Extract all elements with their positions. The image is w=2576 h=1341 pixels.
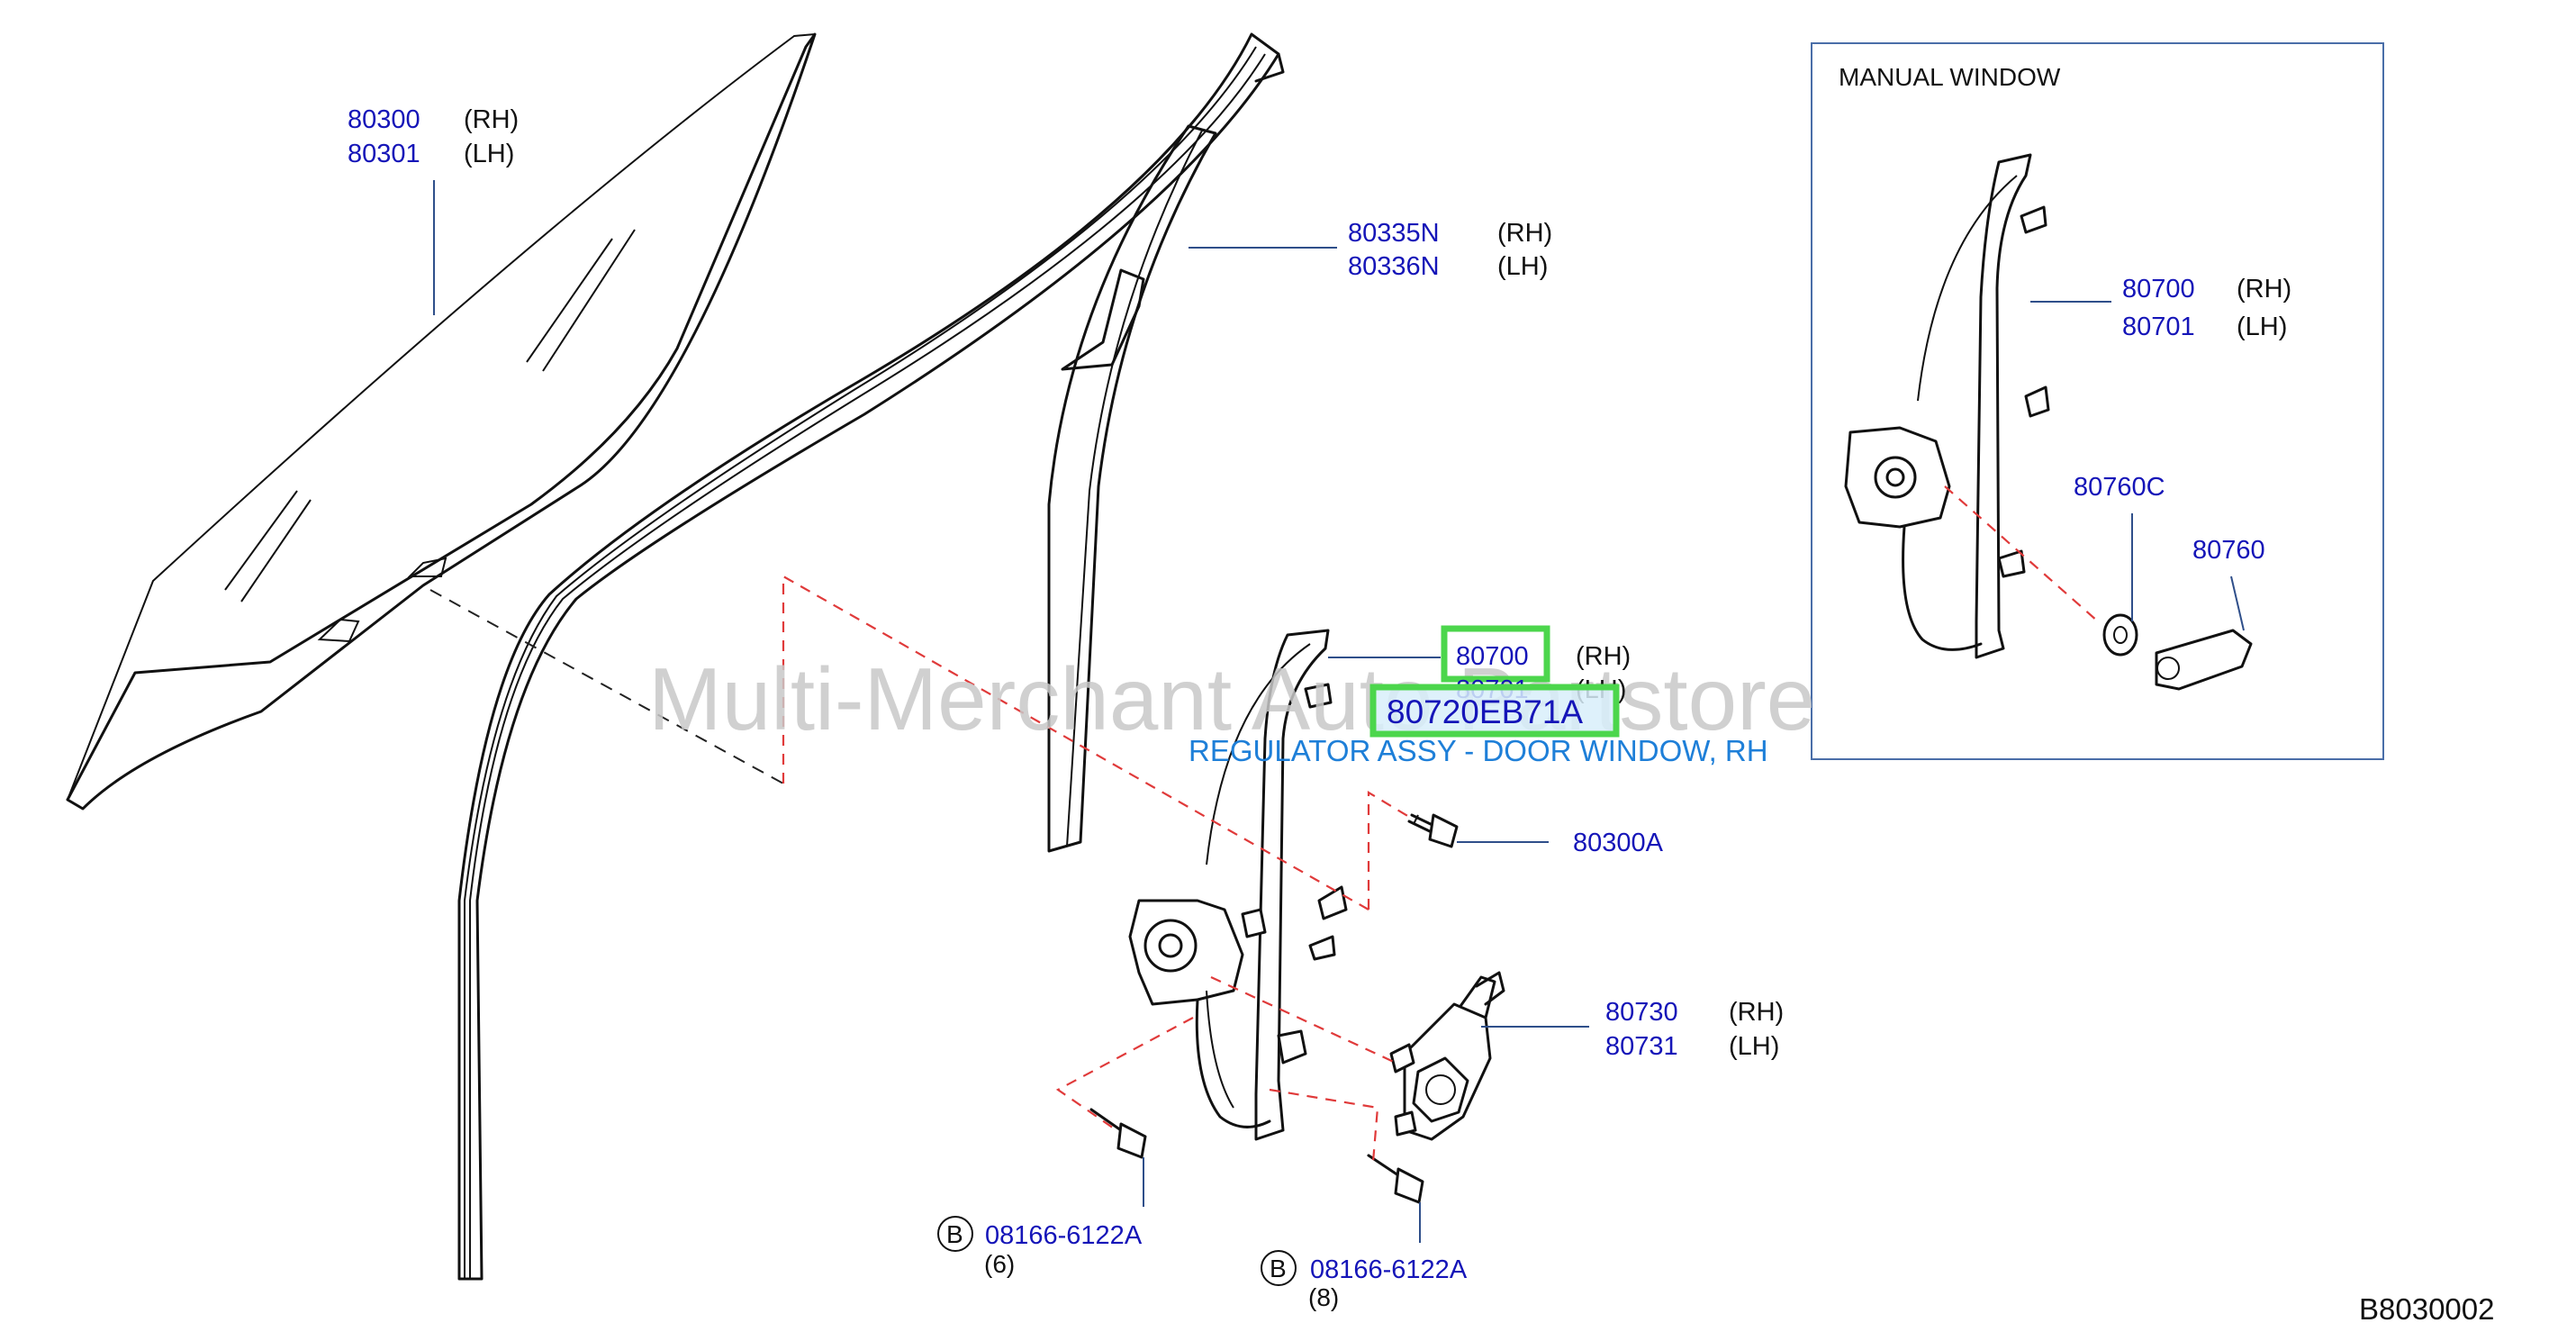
diagram-code: B8030002 <box>2359 1292 2494 1326</box>
screw-left-qty: (6) <box>984 1250 1015 1278</box>
window-handle[interactable] <box>2155 629 2253 691</box>
rear-sash[interactable] <box>1047 124 1217 853</box>
motor-lh-part[interactable]: 80731 <box>1605 1032 1678 1061</box>
inset-escutcheon-part[interactable]: 80760C <box>2074 473 2165 502</box>
highlight-box-number <box>1369 684 1620 738</box>
highlight-box-part <box>1441 625 1550 683</box>
highlight-description: REGULATOR ASSY - DOOR WINDOW, RH <box>1189 734 1768 767</box>
motor-rh-side: (RH) <box>1729 998 1784 1027</box>
inset-regulator-rh-side: (RH) <box>2237 275 2291 304</box>
glass-rh-part[interactable]: 80300 <box>348 105 420 134</box>
mark-b-left <box>937 1216 973 1252</box>
regulator-rh-side: (RH) <box>1576 642 1631 671</box>
door-glass[interactable] <box>66 32 817 811</box>
glass-lh-side: (LH) <box>464 140 514 168</box>
highlight-part-number[interactable]: 80720EB71A <box>1387 693 1583 730</box>
mark-b-right-label: B <box>1270 1255 1287 1282</box>
door-sash[interactable] <box>457 32 1285 1281</box>
mark-b-right <box>1261 1250 1297 1286</box>
sash-lh-side: (LH) <box>1497 252 1548 281</box>
screw-right-qty: (8) <box>1308 1283 1339 1311</box>
motor-rh-part[interactable]: 80730 <box>1605 998 1678 1027</box>
escutcheon[interactable] <box>2102 613 2138 657</box>
inset-regulator-lh-side: (LH) <box>2237 313 2287 341</box>
bolt-part[interactable]: 80300A <box>1573 829 1664 857</box>
motor-lh-side: (LH) <box>1729 1032 1779 1061</box>
leader-lines <box>433 180 1589 1243</box>
glass-lh-part[interactable]: 80301 <box>348 140 420 168</box>
regulator-rh-part[interactable]: 80700 <box>1456 642 1529 671</box>
regulator-motor[interactable] <box>1389 971 1505 1141</box>
inset-title: MANUAL WINDOW <box>1839 63 2061 91</box>
screw-right-part[interactable]: 08166-6122A <box>1310 1255 1468 1284</box>
inset-regulator-lh-part[interactable]: 80701 <box>2122 313 2195 341</box>
window-regulator[interactable] <box>1128 629 1348 1141</box>
watermark: Multi-Merchant Auto Partstore <box>648 649 1815 748</box>
inset-handle-part[interactable]: 80760 <box>2192 536 2265 565</box>
mark-b-left-label: B <box>946 1220 963 1248</box>
screw-left[interactable] <box>1089 1108 1147 1159</box>
sash-lh-part[interactable]: 80336N <box>1348 252 1440 281</box>
manual-window-inset <box>1811 42 2384 760</box>
glass-rh-side: (RH) <box>464 105 519 134</box>
inset-regulator-rh-part[interactable]: 80700 <box>2122 275 2195 304</box>
screw-left-part[interactable]: 08166-6122A <box>985 1221 1143 1250</box>
bolt-80300A[interactable] <box>1407 813 1459 848</box>
sash-rh-side: (RH) <box>1497 219 1552 248</box>
screw-right[interactable] <box>1367 1154 1424 1204</box>
assembly-lines <box>429 575 1415 1163</box>
sash-rh-part[interactable]: 80335N <box>1348 219 1440 248</box>
